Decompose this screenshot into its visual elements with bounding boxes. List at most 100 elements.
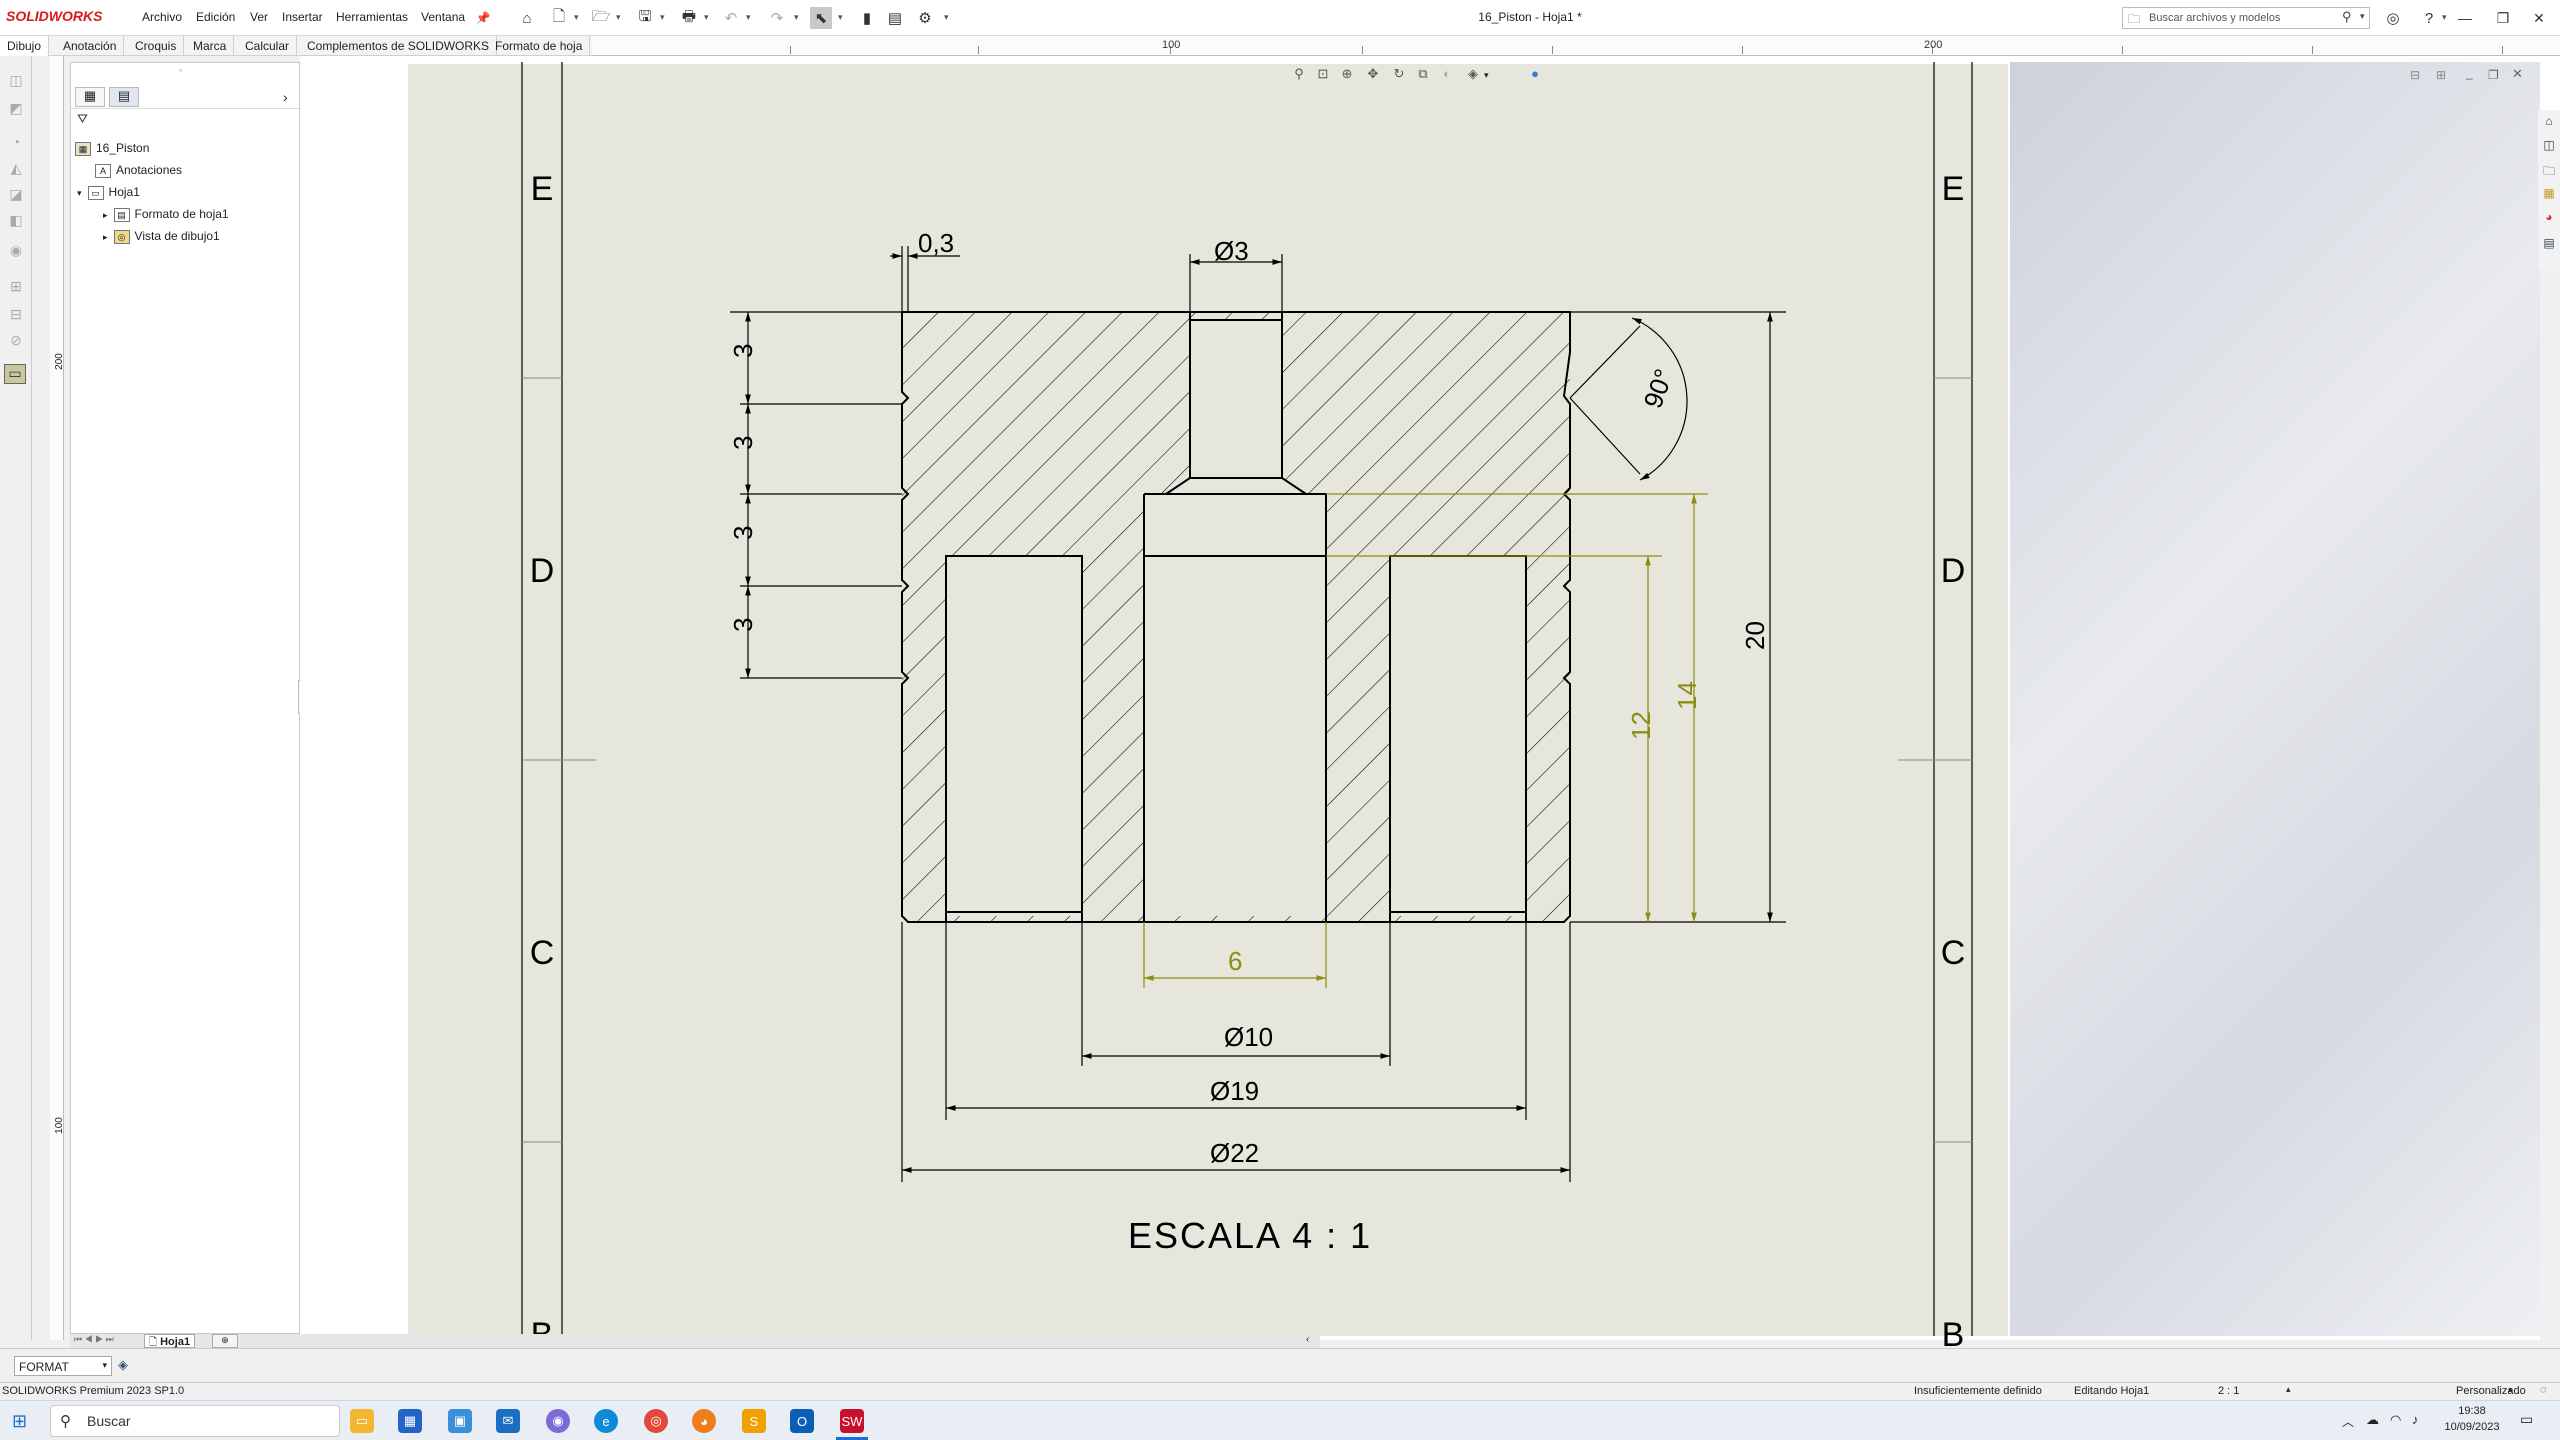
solidworks-app-icon[interactable]: SW [840,1409,864,1433]
tab-croquis[interactable]: Croquis [128,36,185,56]
piston-section-view[interactable] [901,311,1571,923]
copilot-icon[interactable]: ◉ [546,1409,570,1433]
menu-herramientas[interactable]: Herramientas [336,10,409,24]
chevron-down-icon[interactable]: ▾ [77,188,82,198]
previous-view-icon[interactable]: ⧉ [1418,66,1428,81]
menu-edicion[interactable]: Edición [196,10,236,24]
chevron-down-icon[interactable]: ▾ [838,12,843,22]
dim-total-height[interactable]: 20 [1740,621,1770,650]
tab-marca[interactable]: Marca [186,36,235,56]
custom-properties-icon[interactable]: ▤ [2543,236,2555,250]
dim-depth-12[interactable]: 12 [1626,711,1656,740]
help-bubble-icon[interactable]: ◌ [2540,1384,2547,1396]
layer-properties-icon[interactable]: ◈ [118,1357,128,1372]
chevron-right-icon[interactable]: ▸ [103,232,108,242]
add-sheet-icon[interactable]: ⊕ [212,1334,238,1348]
centerline-icon[interactable]: ⊟ [10,306,22,322]
chevron-down-icon[interactable]: ▾ [660,12,665,22]
center-mark-icon[interactable]: ⊞ [10,278,22,294]
chevron-right-icon[interactable]: › [283,89,288,105]
viewport-tile-icon[interactable]: ⊞ [2436,68,2447,82]
dim-diameter-10[interactable]: Ø10 [1224,1022,1273,1052]
chevron-up-icon[interactable]: ▴ [2286,1384,2291,1394]
dim-diameter-19[interactable]: Ø19 [1210,1076,1259,1106]
rebuild-icon[interactable]: ▮ [862,10,872,27]
balloon-icon[interactable]: ◔ [11,134,21,150]
tab-complementos[interactable]: Complementos de SOLIDWORKS [300,36,498,56]
view-palette-icon[interactable]: ▦ [2543,186,2555,200]
filter-icon[interactable]: ⛛ [77,111,88,126]
search-input[interactable]: Buscar archivos y modelos [2122,7,2370,29]
chevron-down-icon[interactable]: ▾ [794,12,799,22]
appearances-icon[interactable]: ◕ [2545,210,2553,224]
tab-calcular[interactable]: Calcular [238,36,298,56]
chrome-icon[interactable]: ◎ [644,1409,668,1433]
notifications-icon[interactable]: ▭ [2520,1411,2534,1427]
resources-icon[interactable]: ◫ [2543,138,2555,152]
chevron-down-icon[interactable]: ▾ [1484,70,1489,80]
chevron-down-icon[interactable]: ▾ [102,1360,107,1370]
tree-item-hoja1[interactable]: ▾▭Hoja1 [77,185,140,200]
tree-root[interactable]: ▦16_Piston [75,141,149,156]
chevron-down-icon[interactable]: ▾ [746,12,751,22]
taskbar-search-input[interactable]: Buscar [50,1405,340,1437]
chevron-down-icon[interactable]: ▾ [944,12,949,22]
dim-thickness[interactable]: 0,3 [918,228,954,258]
microsoft-store-icon[interactable]: ▦ [398,1409,422,1433]
viewport-minimize-icon[interactable]: ⊟ [2410,68,2421,82]
note-icon[interactable]: ◩ [9,100,23,116]
print-icon[interactable]: 🖶 [681,7,697,25]
chevron-down-icon[interactable]: ▾ [574,12,579,22]
driven-dimensions[interactable] [1143,493,1708,988]
viewport-restore-icon[interactable]: ❐ [2488,68,2499,82]
file-explorer-icon[interactable]: ▭ [350,1409,374,1433]
onedrive-cloud-icon[interactable]: ☁ [2366,1412,2379,1427]
dim-diameter-22[interactable]: Ø22 [1210,1138,1259,1168]
search-icon[interactable]: ⚲ [2342,9,2352,24]
user-account-icon[interactable]: ◎ [2386,10,2400,27]
minimize-icon[interactable]: — [2458,10,2472,26]
property-manager-tab-icon[interactable]: ▤ [109,87,139,107]
options-gear-icon[interactable]: ⚙ [918,10,932,27]
tab-dibujo[interactable]: Dibujo [0,36,50,56]
photos-icon[interactable]: ▣ [448,1409,472,1433]
save-icon[interactable]: 🖫 [638,7,652,25]
dimensions[interactable] [730,246,1786,1182]
dim-groove-1[interactable]: 3 [728,344,758,358]
home-icon[interactable]: ⌂ [522,9,532,27]
pin-icon[interactable]: 📌 [475,11,491,25]
tree-item-formato-de-hoja1[interactable]: ▸▤Formato de hoja1 [103,207,229,222]
sublime-icon[interactable]: S [742,1409,766,1433]
mail-icon[interactable]: ✉ [496,1409,520,1433]
new-document-icon[interactable]: 🗋 [552,7,566,25]
datum-icon[interactable]: ◧ [9,212,23,228]
chevron-right-icon[interactable]: ▸ [103,210,108,220]
undo-icon[interactable]: ↶ [724,10,738,27]
surface-finish-icon[interactable]: ◭ [10,160,22,176]
clock-time[interactable]: 19:38 [2458,1405,2486,1417]
tab-formato-de-hoja[interactable]: Formato de hoja [488,36,591,56]
dim-bore-width[interactable]: 6 [1228,946,1242,976]
pan-icon[interactable]: ✥ [1367,66,1379,81]
close-icon[interactable]: ✕ [2533,9,2545,26]
units-status[interactable]: Personalizado [2456,1385,2526,1397]
dim-angle[interactable]: 90° [1637,365,1679,412]
open-file-icon[interactable]: 🗁 [591,7,611,25]
menu-ver[interactable]: Ver [250,10,269,24]
filter-row[interactable]: ⛛ [77,111,293,131]
weld-symbol-icon[interactable]: ◪ [9,186,23,202]
menu-ventana[interactable]: Ventana [421,10,466,24]
volume-icon[interactable]: ♪ [2412,1412,2419,1427]
redo-icon[interactable]: ↷ [770,10,784,27]
dim-groove-4[interactable]: 3 [728,618,758,632]
folder-icon[interactable]: 🗀 [2542,164,2555,178]
outlook-icon[interactable]: O [790,1409,814,1433]
select-cursor-icon[interactable]: ⬉ [810,7,832,29]
chevron-down-icon[interactable]: ▾ [704,12,709,22]
view-settings-icon[interactable]: ◈ [1468,66,1478,81]
chevron-up-icon[interactable]: ︿ [2342,1415,2355,1429]
network-icon[interactable]: ◠ [2390,1412,2402,1427]
sheet-tab-hoja1[interactable]: 🗋 Hoja1 [144,1334,196,1348]
chevron-up-icon[interactable]: ▴ [2508,1384,2513,1394]
